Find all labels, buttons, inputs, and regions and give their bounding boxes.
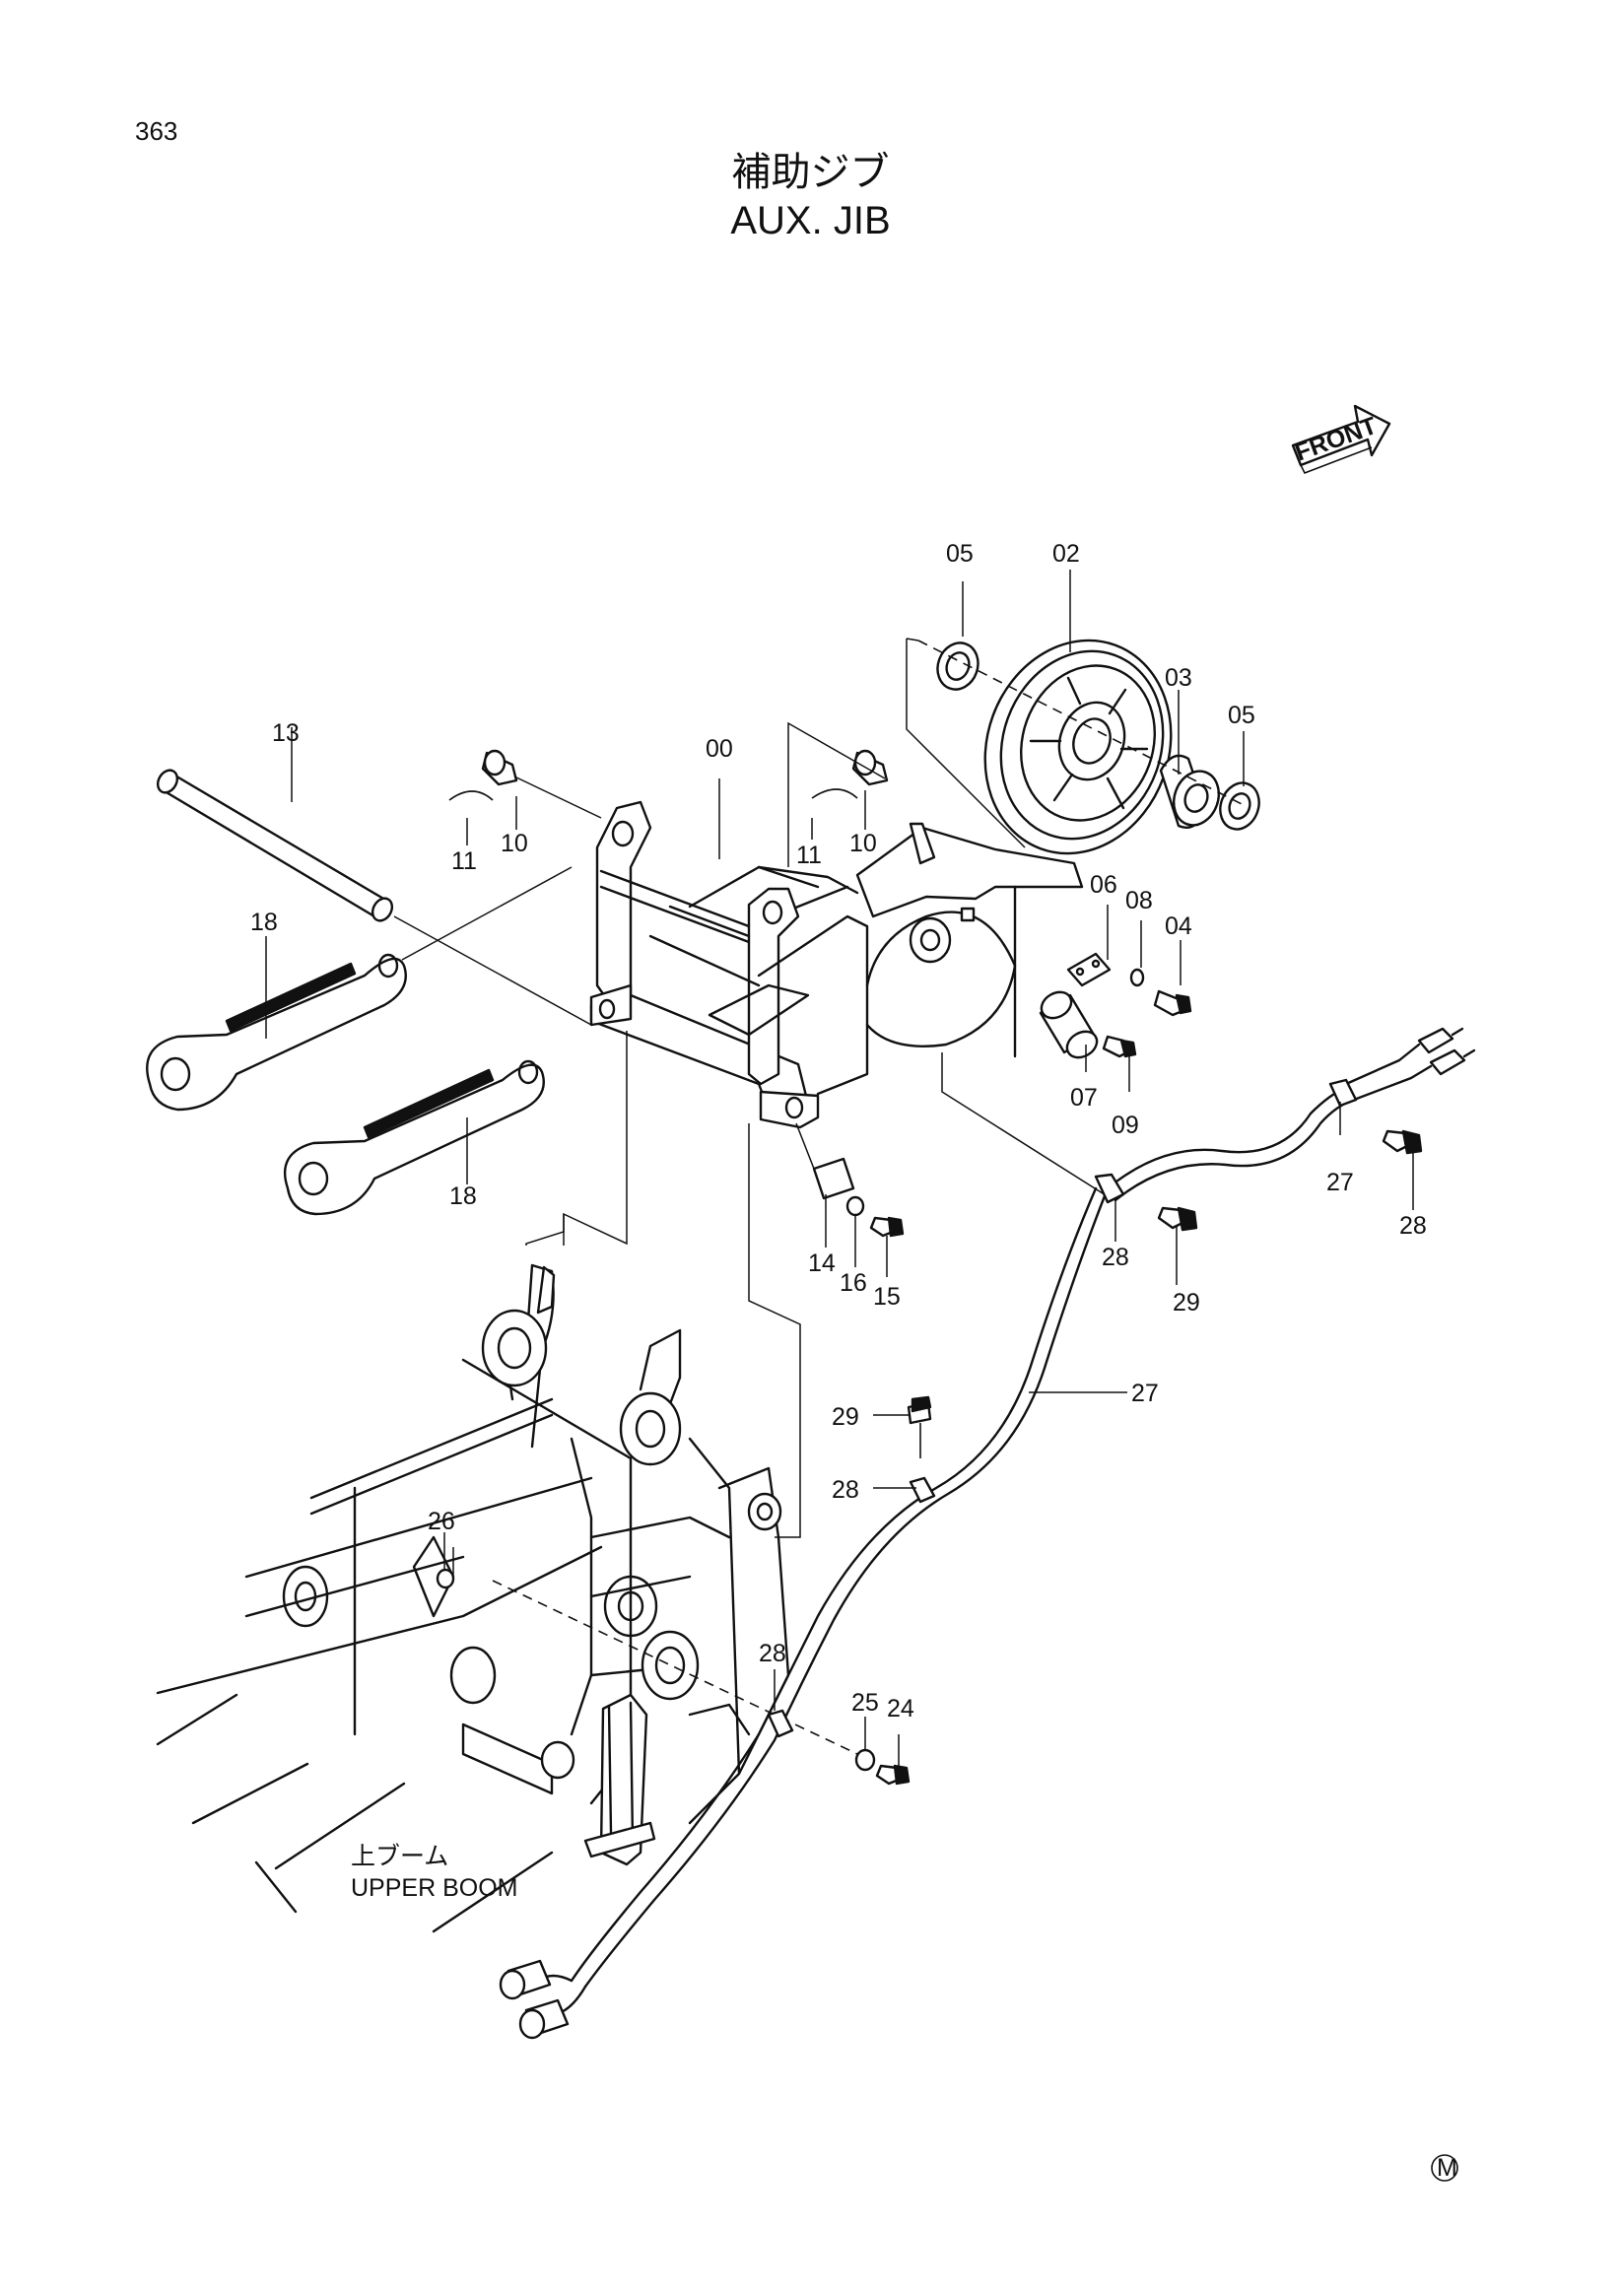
bolt-24-washer-25 xyxy=(854,1748,911,1786)
callout-11-b: 11 xyxy=(796,842,822,869)
upper-boom-label-en: UPPER BOOM xyxy=(351,1874,517,1902)
callout-05-b: 05 xyxy=(1228,702,1255,729)
callout-18-b: 18 xyxy=(449,1182,477,1210)
callout-05-a: 05 xyxy=(946,540,974,568)
callout-03: 03 xyxy=(1165,664,1192,692)
leader-lines xyxy=(265,570,1414,1766)
callout-28-d: 28 xyxy=(759,1640,786,1667)
pin-13 xyxy=(156,769,592,1026)
callout-29-a: 28 xyxy=(1399,1212,1427,1240)
callout-06: 06 xyxy=(1090,871,1117,899)
callout-25: 25 xyxy=(851,1689,879,1717)
callout-28-b: 28 xyxy=(1102,1244,1129,1271)
callout-14: 14 xyxy=(808,1249,836,1277)
page-number: 363 xyxy=(135,116,178,146)
callout-15: 15 xyxy=(873,1283,901,1311)
pin-10-right xyxy=(787,721,889,867)
callouts: 05 02 03 05 13 00 11 10 11 10 18 18 06 0… xyxy=(250,540,1427,1722)
plate-06-bolt-07 xyxy=(1066,952,1192,1017)
construction-lines xyxy=(525,1031,1114,1538)
callout-18-a: 18 xyxy=(250,909,278,936)
front-label: FRONT xyxy=(1291,412,1380,467)
link-18-upper xyxy=(146,866,573,1112)
callout-28-a: 27 xyxy=(1326,1169,1354,1196)
callout-13: 13 xyxy=(272,719,300,747)
callout-26: 26 xyxy=(428,1508,455,1535)
callout-10-a: 10 xyxy=(501,830,528,857)
callout-08: 08 xyxy=(1125,887,1153,914)
callout-10-b: 10 xyxy=(849,830,877,857)
pin-10-left xyxy=(448,749,602,819)
callout-11-a: 11 xyxy=(451,847,477,875)
title-english: AUX. JIB xyxy=(730,199,891,242)
callout-27: 27 xyxy=(1131,1380,1159,1407)
front-arrow-icon: FRONT xyxy=(1291,404,1391,475)
callout-16: 16 xyxy=(840,1269,867,1297)
hose-27 xyxy=(499,1027,1476,2040)
callout-24: 24 xyxy=(887,1695,914,1722)
sheave-bracket xyxy=(855,822,1084,1058)
callout-02: 02 xyxy=(1052,540,1080,568)
callout-00: 00 xyxy=(706,735,733,763)
sheave-assembly xyxy=(906,638,1260,855)
m-mark-text: M xyxy=(1437,2154,1457,2182)
callout-29-b: 29 xyxy=(1173,1289,1200,1317)
title-japanese: 補助ジブ xyxy=(731,150,890,195)
jib-frame xyxy=(589,800,869,1129)
m-mark-icon: M xyxy=(1431,2154,1458,2182)
callout-28-c: 28 xyxy=(832,1476,859,1504)
plate-14-bolt-15 xyxy=(795,1122,905,1238)
upper-boom-label-jp: 上ブーム xyxy=(351,1843,448,1870)
callout-29-c: 29 xyxy=(832,1403,859,1431)
collar-04-bolt-09 xyxy=(1039,990,1137,1059)
callout-07: 04 xyxy=(1165,912,1192,940)
upper-boom xyxy=(156,1263,858,1933)
callout-09: 09 xyxy=(1112,1112,1139,1139)
link-18-lower xyxy=(283,1059,545,1216)
callout-04: 07 xyxy=(1070,1084,1098,1112)
